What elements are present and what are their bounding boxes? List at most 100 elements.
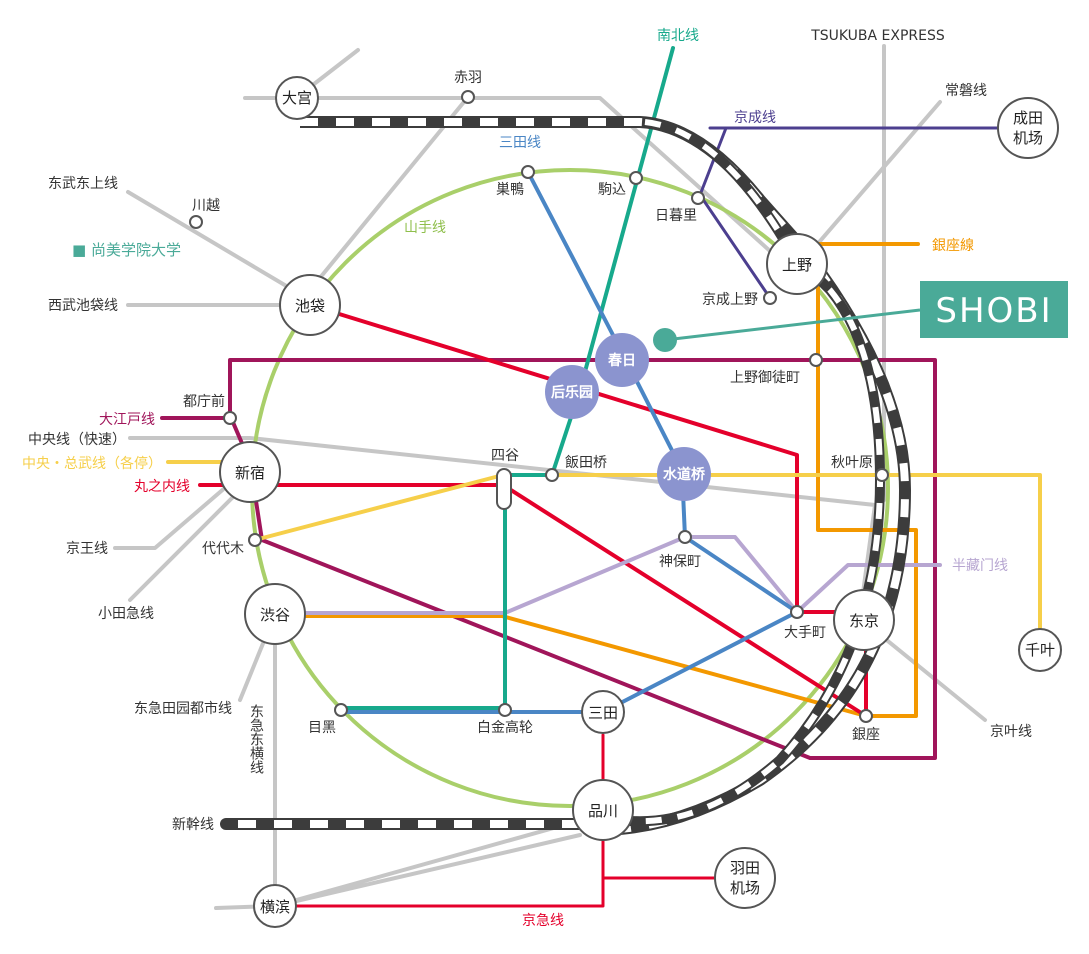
line-keiyo: 京叶线 — [990, 724, 1032, 740]
station-circle-yokohama — [253, 884, 297, 928]
station-dot-komagome — [629, 171, 643, 185]
station-bubble-kasuga — [595, 333, 649, 387]
line-tobu-tojo: 东武东上线 — [48, 176, 118, 192]
station-jimbocho: 神保町 — [659, 554, 701, 570]
station-dot-otemachi — [790, 605, 804, 619]
station-tokyo: 东京 — [849, 612, 879, 630]
station-dot-kawagoe — [189, 215, 203, 229]
station-chiba: 千叶 — [1025, 641, 1055, 659]
station-sugamo: 巣鴨 — [496, 182, 524, 198]
station-circle-shinagawa — [572, 779, 634, 841]
station-dot-tochomae — [223, 411, 237, 425]
line-ginza: 銀座線 — [932, 238, 974, 254]
station-dot-ginza — [859, 709, 873, 723]
station-mita: 三田 — [588, 704, 618, 722]
station-dot-akabane — [461, 90, 475, 104]
station-circle-haneda — [714, 847, 776, 909]
line-toyoko: 东急东横线 — [248, 704, 264, 774]
jr-saikyo-line — [308, 95, 470, 292]
station-korakuen: 后乐园 — [551, 384, 593, 401]
nanboku-line — [339, 46, 675, 710]
station-suidobashi: 水道桥 — [663, 466, 706, 483]
station-omiya: 大宫 — [282, 89, 312, 107]
station-circle-tokyo — [833, 589, 895, 651]
mita-line — [339, 170, 799, 714]
shobi-badge — [920, 281, 1068, 338]
odakyu-line — [128, 478, 252, 602]
station-yotsuya: 四谷 — [491, 448, 519, 464]
station-dot-sugamo — [521, 165, 535, 179]
station-haneda-line2: 机场 — [730, 879, 760, 897]
station-pill-yotsuya — [496, 468, 512, 510]
line-seibu-ikebukuro: 西武池袋线 — [48, 298, 118, 314]
line-nanboku: 南北线 — [657, 28, 699, 44]
station-keisei-ueno: 京成上野 — [702, 292, 758, 308]
station-akabane: 赤羽 — [454, 70, 482, 86]
shobi-badge-text: SHOBI — [935, 291, 1052, 331]
station-dot-keisei-ueno — [763, 291, 777, 305]
station-circle-ueno — [766, 233, 828, 295]
line-denentoshi: 东急田园都市线 — [134, 700, 232, 717]
station-akihabara: 秋叶原 — [831, 455, 873, 471]
station-yokohama: 横滨 — [260, 898, 290, 916]
station-tochomae: 都庁前 — [183, 393, 225, 410]
station-meguro: 目黑 — [308, 720, 336, 736]
station-dot-iidabashi — [545, 468, 559, 482]
line-hanzomon: 半藏门线 — [952, 558, 1008, 574]
school-legend: ■ 尚美学院大学 — [72, 241, 181, 259]
station-circle-mita — [581, 690, 625, 734]
station-shibuya: 渋谷 — [260, 606, 290, 624]
station-bubble-korakuen — [545, 365, 599, 419]
station-narita-line2: 机场 — [1013, 129, 1043, 147]
tobu-tojo-line — [126, 190, 312, 302]
station-dot-akihabara — [875, 468, 889, 482]
keio-line — [113, 466, 250, 550]
line-odakyu: 小田急线 — [98, 606, 154, 622]
keisei-line — [698, 126, 1000, 300]
station-circle-chiba — [1018, 628, 1062, 672]
station-kasuga: 春日 — [607, 352, 636, 369]
station-shirokane: 白金高轮 — [477, 719, 533, 736]
line-keisei: 京成线 — [734, 110, 776, 126]
line-yamanote: 山手线 — [404, 220, 446, 236]
station-dot-jimbocho — [678, 530, 692, 544]
station-circle-narita — [997, 97, 1059, 159]
line-joban: 常磐线 — [945, 83, 987, 99]
line-keio: 京王线 — [66, 541, 108, 557]
joban-line — [800, 100, 942, 264]
ginza-line — [273, 242, 920, 718]
station-dot-shirokane — [498, 703, 512, 717]
station-ueno-okachimachi: 上野御徒町 — [730, 370, 800, 386]
station-otemachi: 大手町 — [784, 625, 826, 641]
chuo-rapid-line — [128, 436, 877, 602]
station-yoyogi: 代代木 — [202, 541, 244, 557]
line-marunouchi: 丸之内线 — [134, 479, 190, 495]
station-circle-shinjuku — [219, 441, 281, 503]
station-circle-omiya — [275, 76, 319, 120]
station-circle-ikebukuro — [279, 274, 341, 336]
station-circle-shibuya — [244, 583, 306, 645]
line-tsukuba: TSUKUBA EXPRESS — [810, 28, 945, 44]
shobi-location-dot — [653, 328, 677, 352]
station-kawagoe: 川越 — [192, 198, 220, 214]
line-chuo-rapid: 中央线（快速） — [28, 432, 126, 448]
station-komagome: 駒込 — [598, 182, 626, 198]
station-dot-nippori — [691, 191, 705, 205]
station-dot-ueno-okachimachi — [809, 353, 823, 367]
shobi-connector — [664, 308, 921, 342]
station-bubble-suidobashi — [657, 447, 711, 501]
station-ginza: 銀座 — [852, 727, 880, 743]
station-narita-line1: 成田 — [1013, 109, 1043, 127]
station-dot-yoyogi — [248, 533, 262, 547]
station-haneda-line1: 羽田 — [730, 859, 760, 877]
line-mita: 三田线 — [499, 135, 541, 151]
station-shinagawa: 品川 — [588, 802, 618, 820]
line-oedo: 大江戸线 — [99, 412, 155, 428]
station-ikebukuro: 池袋 — [295, 297, 325, 315]
station-nippori: 日暮里 — [655, 208, 697, 224]
station-iidabashi: 飯田桥 — [565, 454, 607, 471]
line-chuo-sobu: 中央・总武线（各停） — [22, 455, 162, 472]
station-ueno: 上野 — [782, 256, 812, 274]
line-shinkansen: 新幹线 — [172, 816, 214, 833]
